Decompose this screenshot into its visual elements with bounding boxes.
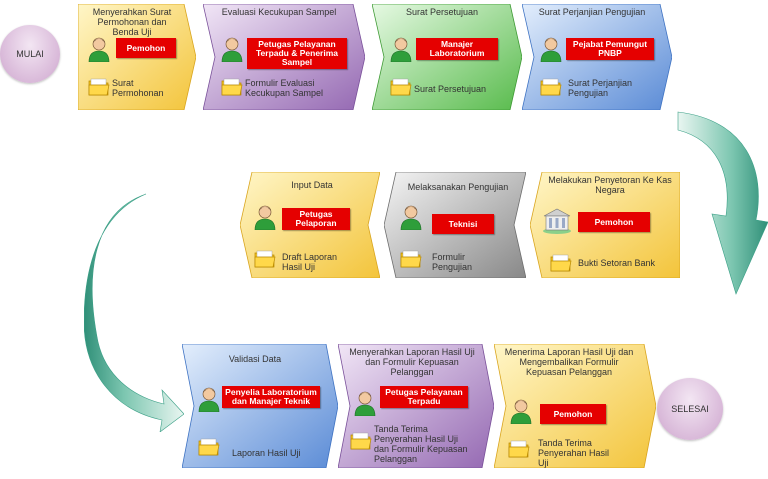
start-oval: MULAI — [0, 25, 60, 83]
step-card-10: Menerima Laporan Hasil Uji dan Mengembal… — [494, 344, 656, 468]
start-label: MULAI — [16, 49, 44, 59]
person-icon — [221, 37, 243, 62]
document-label: Surat Persetujuan — [414, 84, 487, 94]
step-card-5: Melakukan Penyetoran Ke Kas Negara Pemoh… — [530, 172, 680, 278]
folder-icon — [400, 250, 422, 268]
bank-icon — [543, 208, 571, 234]
person-icon — [540, 37, 562, 62]
document-label: Surat Permohonan — [112, 78, 164, 98]
person-icon — [254, 205, 276, 230]
document-label: Formulir Evaluasi Kecukupan Sampel — [245, 78, 324, 98]
folder-icon — [390, 78, 412, 96]
folder-icon — [550, 254, 572, 272]
step-card-3: Surat Persetujuan Manajer Laboratorium S… — [372, 4, 522, 110]
step-title: Evaluasi Kecukupan Sampel — [221, 7, 337, 17]
role-label: Petugas Pelayanan Terpadu — [380, 386, 468, 408]
connector-arrow-left — [84, 193, 184, 432]
step-card-2: Evaluasi Kecukupan Sampel Petugas Pelaya… — [203, 4, 365, 110]
end-oval: SELESAI — [657, 378, 723, 440]
role-label: Pemohon — [540, 404, 606, 424]
document-label: Laporan Hasil Uji — [232, 448, 301, 458]
role-label: Teknisi — [432, 214, 494, 234]
role-label: Petugas Pelaporan — [282, 208, 350, 230]
step-title: Input Data — [291, 180, 333, 190]
person-icon — [198, 387, 220, 412]
role-label: Pemohon — [116, 38, 176, 58]
role-label: Petugas Pelayanan Terpadu & Penerima Sam… — [247, 38, 347, 69]
step-title: Melaksanakan Pengujian — [407, 182, 509, 192]
role-label: Penyelia Laboratorium dan Manajer Teknik — [222, 386, 320, 408]
folder-icon — [508, 440, 530, 458]
step-title: Validasi Data — [228, 354, 282, 364]
folder-icon — [221, 78, 243, 96]
step-title: Menyerahkan Laporan Hasil Uji dan Formul… — [349, 347, 475, 377]
step-title: Surat Perjanjian Pengujian — [538, 7, 646, 17]
folder-icon — [254, 250, 276, 268]
step-title: Melakukan Penyetoran Ke Kas Negara — [548, 175, 672, 195]
end-label: SELESAI — [671, 404, 709, 414]
step-title: Menyerahkan Surat Permohonan dan Benda U… — [92, 7, 172, 37]
document-label: Tanda Terima Penyerahan Hasil Uji dan Fo… — [374, 424, 468, 464]
document-label: Formulir Pengujian — [432, 252, 473, 272]
document-label: Tanda Terima Penyerahan Hasil Uji — [538, 438, 610, 468]
step-card-1: Menyerahkan Surat Permohonan dan Benda U… — [78, 4, 196, 110]
role-label: Pejabat Pemungut PNBP — [566, 38, 654, 60]
document-label: Draft Laporan Hasil Uji — [282, 252, 338, 272]
step-card-6: Melaksanakan Pengujian Teknisi Formulir … — [384, 172, 526, 278]
document-label: Bukti Setoran Bank — [578, 258, 656, 268]
folder-icon — [540, 78, 562, 96]
connector-arrow-right — [677, 111, 768, 295]
person-icon — [400, 205, 422, 230]
folder-icon — [88, 78, 110, 96]
person-icon — [390, 37, 412, 62]
step-title: Menerima Laporan Hasil Uji dan Mengembal… — [504, 347, 634, 377]
person-icon — [510, 399, 532, 424]
step-card-8: Validasi Data Penyelia Laboratorium dan … — [182, 344, 338, 468]
step-title: Surat Persetujuan — [405, 7, 479, 17]
folder-icon — [350, 432, 372, 450]
role-label: Manajer Laboratorium — [416, 38, 498, 60]
step-card-7: Input Data Petugas Pelaporan Draft Lapor… — [240, 172, 380, 278]
step-card-4: Surat Perjanjian Pengujian Pejabat Pemun… — [522, 4, 672, 110]
document-label: Surat Perjanjian Pengujian — [568, 78, 633, 98]
role-label: Pemohon — [578, 212, 650, 232]
step-card-9: Menyerahkan Laporan Hasil Uji dan Formul… — [338, 344, 494, 468]
folder-icon — [198, 438, 220, 456]
person-icon — [354, 391, 376, 416]
person-icon — [88, 37, 110, 62]
